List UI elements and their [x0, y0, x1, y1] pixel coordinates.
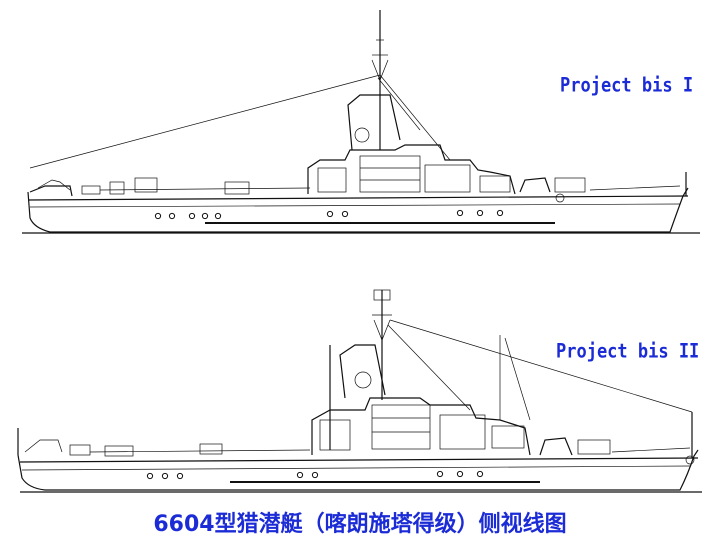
ship-label-bis-2: Project bis II [556, 340, 700, 363]
figure-caption: 6604型猎潜艇（喀朗施塔得级）侧视线图 [153, 512, 567, 537]
ship-label-bis-1: Project bis I [560, 74, 694, 97]
ship-drawing-bis-1 [22, 10, 700, 234]
